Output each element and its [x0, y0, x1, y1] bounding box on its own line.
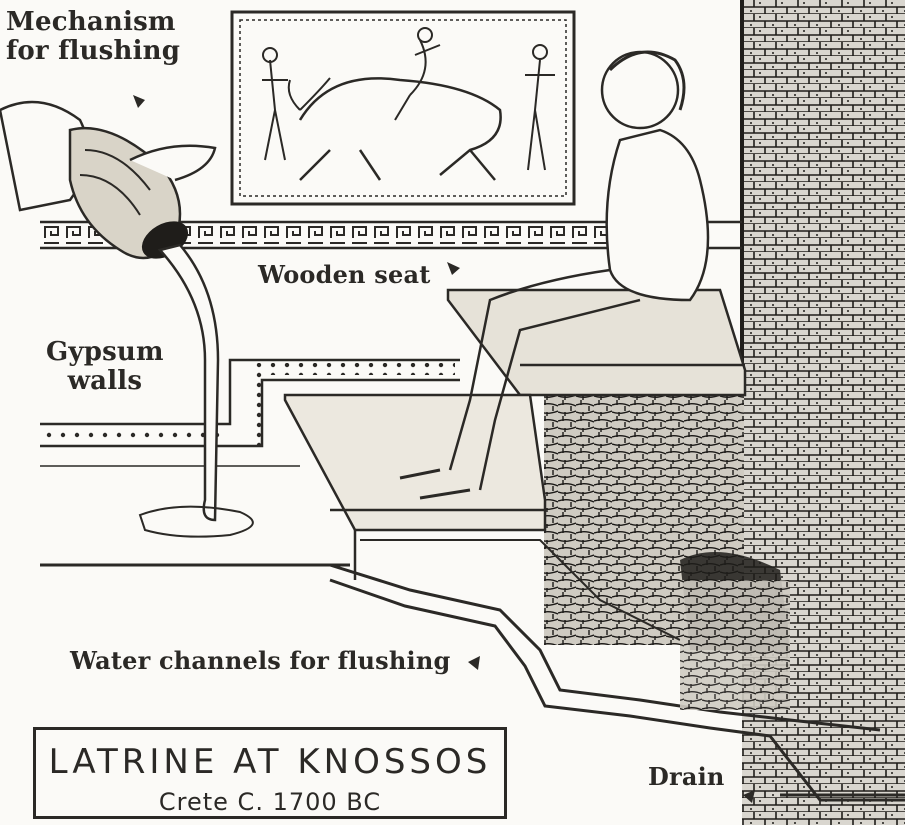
title-main: LATRINE AT KNOSSOS: [36, 742, 504, 782]
gypsum-walls-label: Gypsum walls: [46, 338, 164, 396]
bull-leaping-fresco: [232, 12, 574, 204]
title-box: LATRINE AT KNOSSOS Crete C. 1700 BC: [33, 727, 507, 819]
wooden-seat-label-text: Wooden seat: [258, 260, 431, 289]
drain-label: Drain: [648, 764, 725, 791]
mechanism-label: Mechanism for flushing: [6, 8, 180, 66]
drain-label-text: Drain: [648, 762, 725, 791]
mechanism-label-text: Mechanism for flushing: [6, 7, 180, 66]
jug-and-hands: [0, 102, 215, 266]
title-subtitle: Crete C. 1700 BC: [36, 788, 504, 816]
water-channels-label: Water channels for flushing: [70, 648, 450, 675]
wooden-seat-label: Wooden seat: [258, 262, 431, 289]
water-channels-label-text: Water channels for flushing: [70, 646, 450, 675]
gypsum-walls-label-text: Gypsum walls: [46, 337, 164, 396]
